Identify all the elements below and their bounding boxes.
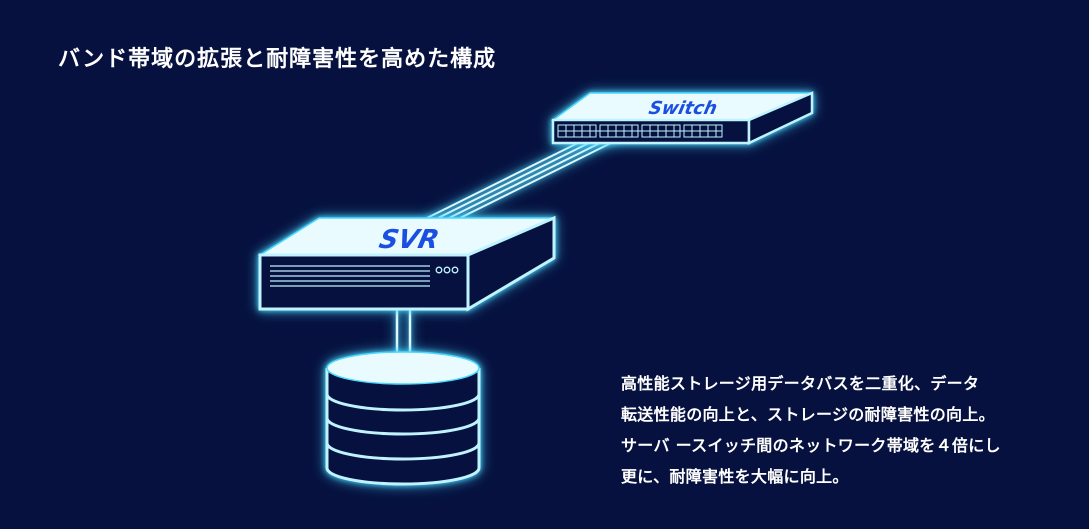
description-block: 高性能ストレージ用データバスを二重化、データ 転送性能の向上と、ストレージの耐障… [621,368,1081,492]
server-indicator-lights [435,266,459,274]
description-line: 更に、耐障害性を大幅に向上。 [621,467,849,486]
switch-ports [557,124,723,138]
switch-device [550,91,814,145]
switch-label: Switch [647,98,719,119]
page-title: バンド帯域の拡張と耐障害性を高めた構成 [58,47,497,72]
storage-stack [325,351,481,486]
server-label: SVR [376,225,441,255]
server-storage-cables [395,310,412,358]
switch-server-cables [426,137,622,219]
server-vents [270,265,430,287]
description-line: サーバ ースイッチ間のネットワーク帯域を４倍にし [621,436,1001,455]
description-line: 高性能ストレージ用データバスを二重化、データ [621,374,980,393]
description-line: 転送性能の向上と、ストレージの耐障害性の向上。 [621,405,995,424]
server-device [257,215,556,312]
